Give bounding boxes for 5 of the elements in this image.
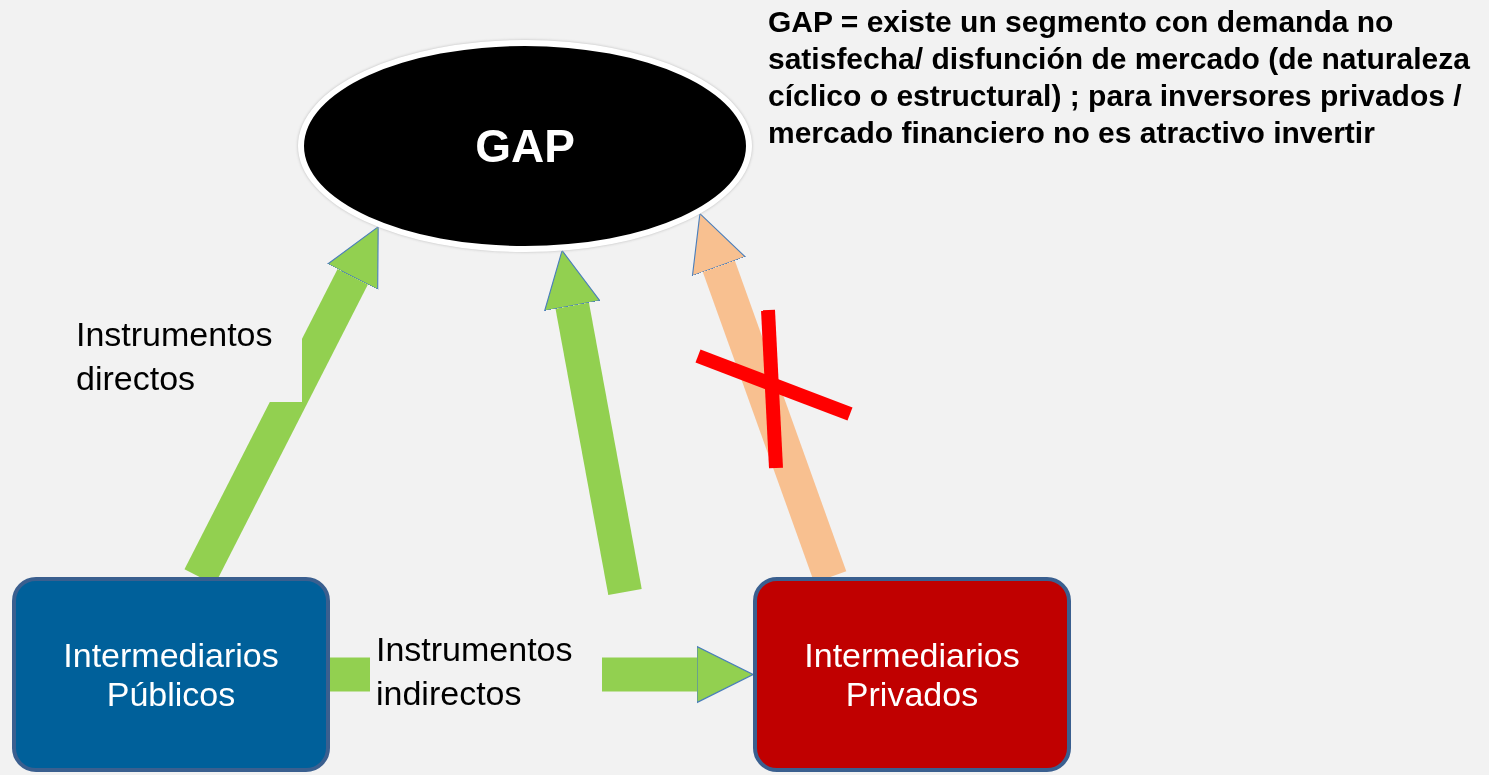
definition-note: GAP = existe un segmento con demanda no satisfecha/ disfunción de mercado (de naturaleza cíclico o estructural) ; para inversores privados / mercado financiero no es atractivo invertir: [768, 4, 1471, 151]
process-box: Intermediarios Privados: [753, 577, 1071, 772]
block-arrow: [544, 250, 642, 596]
ellipse-node: GAP: [298, 40, 752, 252]
process-box: Intermediarios Públicos: [12, 577, 330, 772]
